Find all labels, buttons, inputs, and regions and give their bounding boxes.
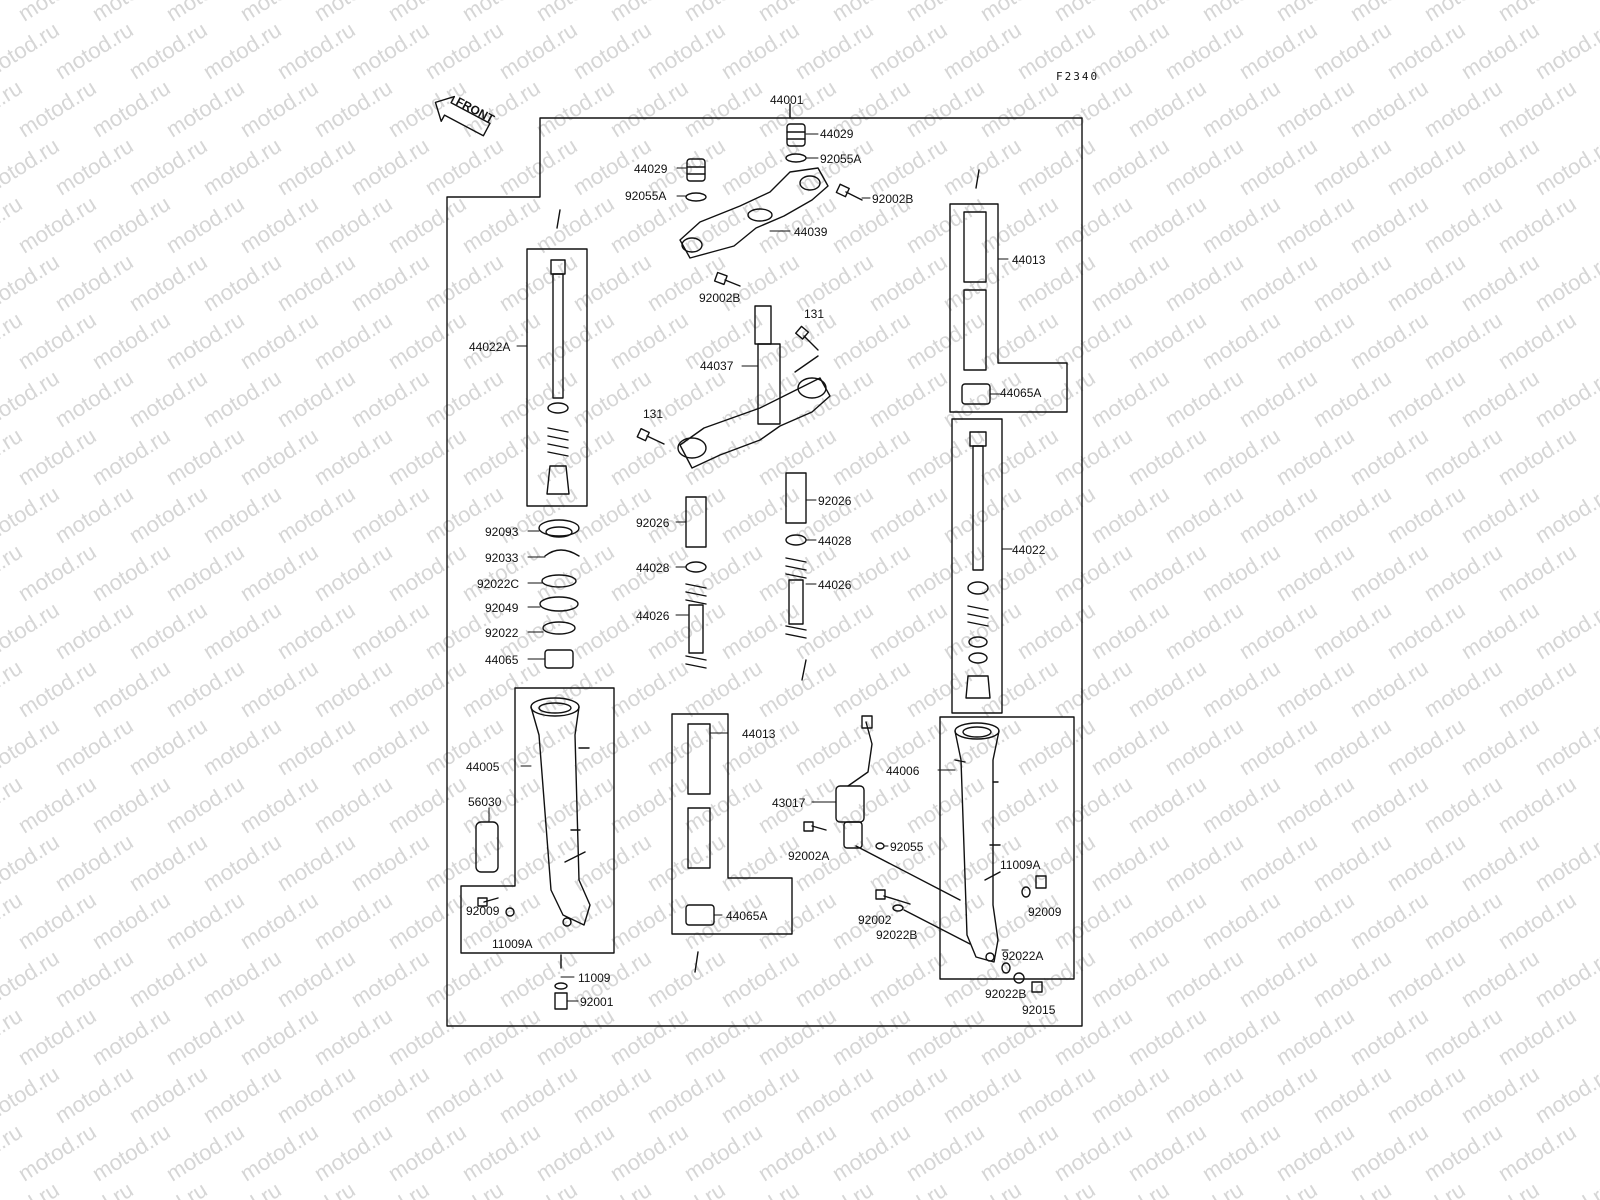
part-label: 92002B [872,192,913,206]
box-44022 [951,418,1003,714]
part-label: 92022B [985,987,1026,1001]
part-label: 44028 [818,534,852,548]
assembly-outline [446,117,1083,1027]
front-arrow-icon [434,95,491,137]
part-label: 92009 [1028,905,1062,919]
part-label: 44001 [770,93,804,107]
part-label: 44005 [466,760,500,774]
part-label: 44006 [886,764,920,778]
part-label: 11009A [492,937,532,951]
part-label: 92093 [485,525,519,539]
box-44013-top [949,203,1068,413]
part-label: 44028 [636,561,670,575]
part-label: 92001 [580,995,614,1009]
part-label: 43017 [772,796,806,810]
box-44006 [939,716,1075,980]
part-label: 131 [643,407,663,421]
cartridge-44022A [546,259,570,495]
part-label: 44029 [820,127,854,141]
part-label: 44013 [1012,253,1046,267]
top-cap-right [785,123,807,163]
part-label: 56030 [468,795,502,809]
seal-stack-left [538,519,580,669]
part-label: 92022C [477,577,519,591]
box-44022A [526,248,588,507]
tube-44013-top [961,211,991,405]
cartridge-44022 [965,431,991,699]
box-44013-bottom [671,713,793,935]
part-label: 44037 [700,359,734,373]
part-label: 44039 [794,225,828,239]
direction-mark [801,659,807,681]
upper-bracket [679,167,863,287]
part-label: 44065A [726,909,767,923]
part-label: 44022A [469,340,510,354]
damper-right [785,472,807,639]
part-label: 92022B [876,928,917,942]
part-label: 131 [804,307,824,321]
part-label: 92055A [820,152,861,166]
part-label: 92055A [625,189,666,203]
part-label: 92033 [485,551,519,565]
part-label: 11009A [1000,858,1040,872]
part-label: 92022A [1002,949,1043,963]
direction-mark [694,951,699,973]
caliper-43017 [803,715,971,945]
top-cap-left [685,158,707,202]
part-label: 44029 [634,162,668,176]
front-label: FRONT [454,94,498,126]
part-label: 92002A [788,849,829,863]
box-44005 [460,687,615,954]
steering-stem [636,305,831,469]
part-label: 44026 [636,609,670,623]
part-label: 92022 [485,626,519,640]
part-label: 44026 [818,578,852,592]
part-label: 92049 [485,601,519,615]
part-label: 92055 [890,840,924,854]
part-label: 92009 [466,904,500,918]
tube-44013-bottom [685,723,715,926]
part-label: 11009 [578,971,611,985]
part-label: 92026 [818,494,852,508]
direction-mark [975,169,980,189]
leader-lines [488,133,1013,1002]
part-label: 92002 [858,913,892,927]
part-label: 92002B [699,291,740,305]
outer-tube-right [954,722,1047,993]
part-label: 44065 [485,653,519,667]
part-label: 44022 [1012,543,1046,557]
figure-ref: F2340 [1056,70,1099,83]
part-label: 44065A [1000,386,1041,400]
outer-tube-left [475,697,591,1010]
part-label: 44013 [742,727,776,741]
damper-left [685,496,707,669]
part-label: 92015 [1022,1003,1056,1017]
part-label: 92026 [636,516,670,530]
direction-mark [556,209,561,229]
